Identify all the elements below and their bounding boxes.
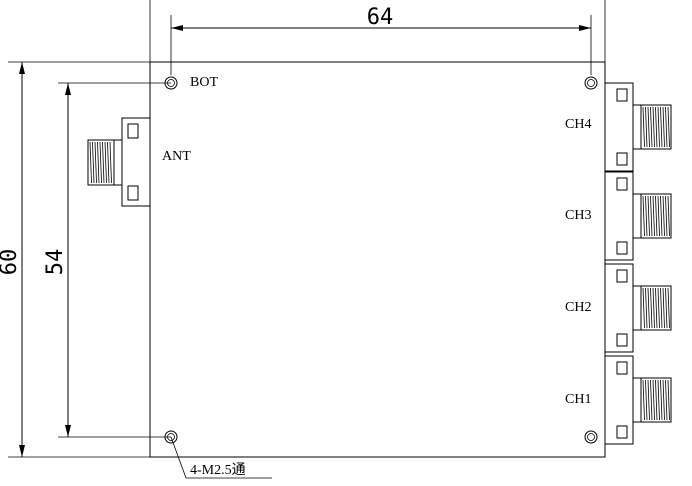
mounting-hole-bottom-left [164,430,178,444]
inner-height-dimension-value: 54 [43,249,68,276]
ch4-connector [604,82,672,172]
mounting-hole-top-left [164,76,178,90]
bot-label: BOT [190,75,218,90]
ch1-connector [604,355,672,445]
board-outline [149,61,606,458]
ch1-label: CH1 [565,392,591,407]
ch2-label: CH2 [565,300,591,315]
ch4-label: CH4 [565,117,591,132]
ch3-connector [604,171,672,261]
ant-connector [87,117,151,207]
mounting-hole-top-right [584,76,598,90]
mount-note: 4-M2.5通 [190,462,246,478]
ch2-connector [604,263,672,353]
width-dimension-value: 64 [367,5,394,30]
ant-label: ANT [162,149,191,164]
mount-note-leader [170,436,187,479]
ch3-label: CH3 [565,208,591,223]
mounting-hole-bottom-right [584,430,598,444]
outer-height-dimension-value: 60 [0,249,22,276]
